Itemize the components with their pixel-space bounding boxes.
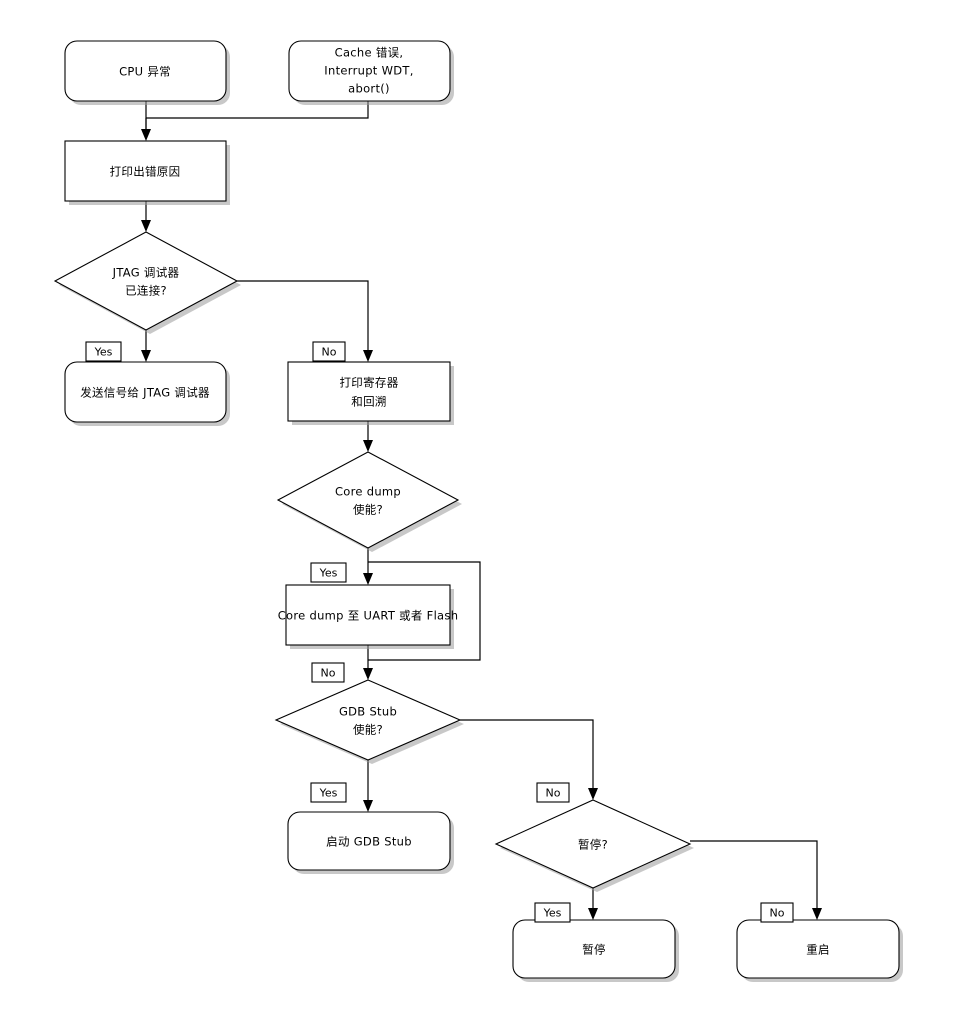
node-halt-action-label: 暂停: [582, 943, 606, 957]
edge-label-halt-no-text: No: [770, 907, 785, 920]
node-restart-action-label: 重启: [806, 943, 830, 957]
node-print-registers-line1: 打印寄存器: [340, 376, 399, 390]
edge-coredump-yes-to-coredump-action: [363, 548, 373, 585]
node-cache-error-line1: Cache 错误,: [335, 46, 404, 60]
node-jtag-decision-line1: JTAG 调试器: [112, 266, 180, 280]
edge-print-error-to-jtag-decision: [141, 201, 151, 232]
edge-label-halt-yes-text: Yes: [543, 907, 562, 920]
edge-label-gdbstub-no: No: [536, 782, 570, 803]
node-cpu-exception-label: CPU 异常: [119, 65, 171, 79]
node-halt-decision[interactable]: 暂停?: [494, 799, 694, 892]
edge-halt-no-to-restart-action: [690, 840, 822, 920]
node-coredump-decision[interactable]: Core dump 使能?: [276, 451, 462, 552]
edge-coredump-action-to-gdbstub-decision: [363, 645, 373, 680]
edge-label-gdbstub-yes-text: Yes: [319, 787, 338, 800]
node-start-gdbstub-label: 启动 GDB Stub: [326, 835, 412, 849]
node-halt-action[interactable]: 暂停: [512, 919, 679, 982]
node-jtag-decision[interactable]: JTAG 调试器 已连接?: [53, 231, 241, 334]
edge-print-registers-to-coredump-decision: [363, 421, 373, 452]
node-send-signal-jtag-label: 发送信号给 JTAG 调试器: [80, 386, 210, 400]
edge-label-coredump-no: No: [311, 662, 345, 683]
node-print-registers-line2: 和回溯: [351, 395, 386, 409]
edge-jtag-no-to-print-registers: [237, 280, 373, 362]
node-coredump-action-label: Core dump 至 UART 或者 Flash: [278, 609, 459, 623]
node-gdbstub-decision[interactable]: GDB Stub 使能?: [274, 679, 464, 764]
node-gdbstub-decision-line2: 使能?: [353, 723, 383, 737]
node-gdbstub-decision-line1: GDB Stub: [339, 705, 397, 719]
edge-label-halt-no: No: [760, 902, 794, 923]
node-print-error-reason-label: 打印出错原因: [110, 165, 181, 179]
edge-halt-yes-to-halt-action: [588, 888, 598, 920]
node-start-gdbstub[interactable]: 启动 GDB Stub: [287, 811, 454, 874]
node-cpu-exception[interactable]: CPU 异常: [64, 40, 230, 105]
edge-label-jtag-yes-text: Yes: [94, 346, 113, 359]
edge-label-jtag-no: No: [312, 341, 346, 362]
node-coredump-action[interactable]: Core dump 至 UART 或者 Flash: [278, 584, 459, 649]
node-cache-error-line2: Interrupt WDT,: [324, 64, 413, 78]
edge-label-coredump-yes-text: Yes: [319, 567, 338, 580]
node-send-signal-jtag[interactable]: 发送信号给 JTAG 调试器: [64, 361, 230, 426]
edge-jtag-yes-to-send-signal: [141, 330, 151, 362]
edge-merge-arrow-print-error: [141, 118, 151, 141]
edge-label-halt-yes: Yes: [534, 902, 571, 923]
node-cache-error[interactable]: Cache 错误, Interrupt WDT, abort(): [288, 40, 454, 105]
node-jtag-decision-line2: 已连接?: [125, 284, 167, 298]
node-coredump-decision-line2: 使能?: [353, 503, 383, 517]
edge-label-gdbstub-no-text: No: [546, 787, 561, 800]
node-halt-decision-label: 暂停?: [578, 838, 608, 852]
edge-label-jtag-yes: Yes: [85, 341, 122, 362]
node-print-error-reason[interactable]: 打印出错原因: [64, 140, 230, 205]
edge-gdbstub-yes-to-start-gdbstub: [363, 760, 373, 812]
edge-cache-error-to-print-error: [146, 101, 369, 119]
node-restart-action[interactable]: 重启: [736, 919, 903, 982]
node-cache-error-line3: abort(): [348, 82, 390, 96]
edge-label-jtag-no-text: No: [322, 346, 337, 359]
edge-label-coredump-no-text: No: [321, 667, 336, 680]
edge-label-coredump-yes: Yes: [310, 562, 347, 583]
node-print-registers[interactable]: 打印寄存器 和回溯: [287, 361, 454, 425]
edge-gdbstub-no-to-halt-decision: [460, 719, 598, 800]
edge-label-gdbstub-yes: Yes: [310, 782, 347, 803]
edge-coredump-no-bypass: [368, 561, 481, 661]
node-coredump-decision-line1: Core dump: [335, 485, 401, 499]
